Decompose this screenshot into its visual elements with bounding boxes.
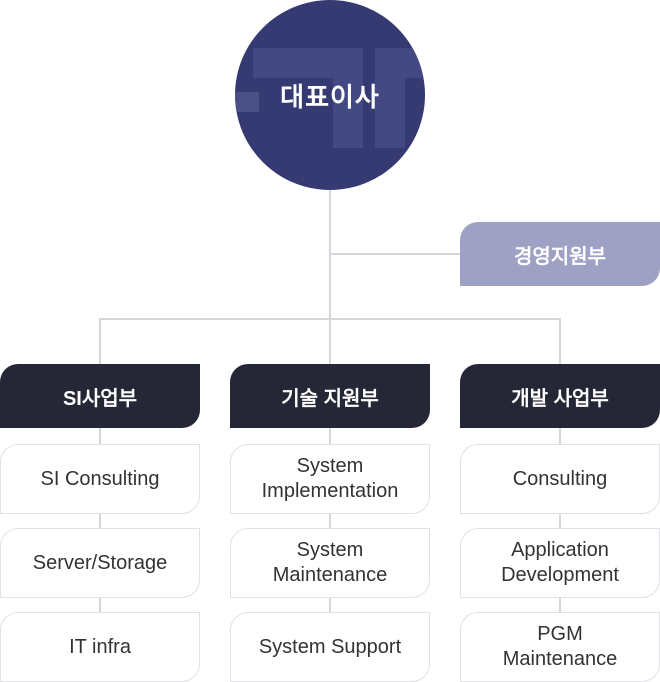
- item-label: Server/Storage: [32, 551, 168, 574]
- ceo-node: 대표이사: [235, 0, 425, 190]
- item-label: Application Development: [501, 539, 619, 586]
- ceo-watermark-graphic: [235, 48, 425, 148]
- dept-development-label: 개발 사업부: [511, 387, 609, 410]
- connector-ceo-vertical: [329, 190, 331, 320]
- support-dept-label: 경영지원부: [514, 245, 606, 268]
- dept-development-item: PGM Maintenance: [460, 612, 660, 682]
- dept-tech-support-item: System Support: [230, 612, 430, 682]
- connector-support-horizontal: [330, 253, 462, 255]
- item-label: SI Consulting: [40, 467, 160, 490]
- item-label: System Maintenance: [272, 539, 388, 586]
- dept-si-label: SI사업부: [62, 387, 138, 410]
- support-dept-node: 경영지원부: [460, 222, 660, 286]
- dept-si-item: Server/Storage: [0, 528, 200, 598]
- dept-tech-support-label: 기술 지원부: [281, 387, 379, 410]
- item-label: PGM Maintenance: [502, 623, 618, 670]
- dept-development: 개발 사업부: [460, 364, 660, 428]
- dept-tech-support-item: System Implementation: [230, 444, 430, 514]
- dept-tech-support: 기술 지원부: [230, 364, 430, 428]
- dept-tech-support-item: System Maintenance: [230, 528, 430, 598]
- ceo-label: 대표이사: [280, 81, 380, 112]
- item-label: System Implementation: [261, 455, 399, 502]
- dept-si-item: IT infra: [0, 612, 200, 682]
- dept-si: SI사업부: [0, 364, 200, 428]
- dept-development-item: Consulting: [460, 444, 660, 514]
- dept-development-item: Application Development: [460, 528, 660, 598]
- dept-si-item: SI Consulting: [0, 444, 200, 514]
- item-label: Consulting: [512, 467, 608, 490]
- item-label: System Support: [258, 635, 402, 658]
- item-label: IT infra: [69, 635, 131, 658]
